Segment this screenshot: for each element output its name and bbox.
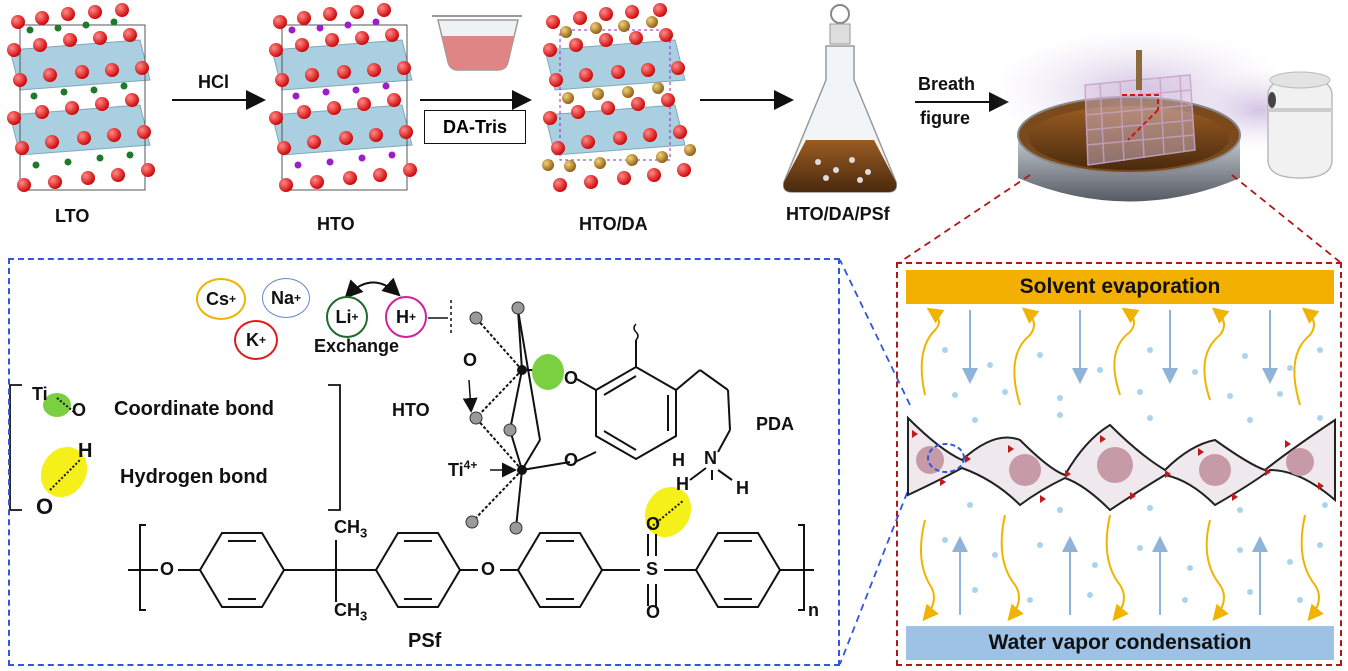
- hydrogen-bond-icon: [40, 446, 88, 498]
- sulfur-label: S: [646, 559, 659, 579]
- hydrogen-bond-label: Hydrogen bond: [120, 466, 268, 488]
- water-condensation-bar: Water vapor condensation: [906, 626, 1334, 660]
- k-ion: K+: [234, 320, 278, 360]
- catechol-o2: O: [564, 450, 579, 470]
- amine-h3-label: H: [676, 474, 689, 494]
- psf-o1: O: [160, 559, 175, 579]
- amine-n-label: N: [704, 448, 717, 468]
- legend-right-bracket: [328, 384, 341, 511]
- pda-label: PDA: [756, 414, 795, 434]
- catechol-o1: O: [564, 368, 579, 388]
- lto-label: LTO: [55, 206, 90, 226]
- ti4-label: Ti4+: [448, 458, 478, 480]
- coordinate-bond-icon: [43, 393, 71, 417]
- ch3-top: CH3: [334, 517, 368, 541]
- hto-label: HTO: [317, 214, 355, 234]
- na-ion: Na+: [262, 278, 310, 318]
- o-legend-label: O: [72, 400, 87, 420]
- molecular-detail-panel: [8, 258, 840, 666]
- amine-h1-label: H: [672, 450, 685, 470]
- h-legend-label: H: [78, 440, 93, 462]
- coordinate-bond-label: Coordinate bond: [114, 398, 274, 420]
- h-ion: H+: [385, 296, 427, 338]
- hcl-label: HCl: [198, 72, 229, 92]
- sulfone-o-top: O: [646, 514, 661, 534]
- petri-dish: [990, 30, 1340, 202]
- ti-legend-label: Ti: [32, 384, 48, 404]
- solvent-evaporation-bar: Solvent evaporation: [906, 270, 1334, 304]
- psf-o2: O: [481, 559, 496, 579]
- da-tris-label: DA-Tris: [424, 110, 526, 144]
- repeat-n-label: n: [808, 600, 819, 620]
- breath-label: Breath: [918, 74, 976, 94]
- exchange-arrow: [344, 277, 401, 299]
- psf-label: PSf: [408, 630, 442, 652]
- hto-da-psf-label: HTO/DA/PSf: [786, 204, 890, 224]
- legend-left-bracket: [9, 384, 22, 511]
- amine-h2-label: H: [736, 478, 749, 498]
- exchange-label: Exchange: [314, 336, 400, 356]
- humidifier-icon: [1267, 71, 1333, 179]
- hto-structure-label: HTO: [392, 400, 430, 420]
- lto-crystal: [7, 3, 155, 192]
- breath-figure-panel: [896, 262, 1342, 666]
- sulfone-o-bottom: O: [646, 602, 661, 622]
- ch3-bottom: CH3: [334, 600, 368, 624]
- beaker-icon: [432, 15, 522, 71]
- membrane-cross-section: [907, 307, 1336, 622]
- o-above-label: O: [463, 350, 478, 370]
- flask-icon: [782, 4, 898, 193]
- cs-ion: Cs+: [196, 278, 246, 320]
- psf-polymer: [128, 524, 814, 611]
- li-ion: Li+: [326, 296, 368, 338]
- hto-da-crystal: [542, 3, 696, 192]
- hto-da-label: HTO/DA: [579, 214, 648, 234]
- o-legend-atom: O: [36, 494, 54, 519]
- figure-label: figure: [920, 108, 971, 128]
- pda-molecule: [574, 323, 733, 481]
- hto-crystal: [269, 3, 417, 192]
